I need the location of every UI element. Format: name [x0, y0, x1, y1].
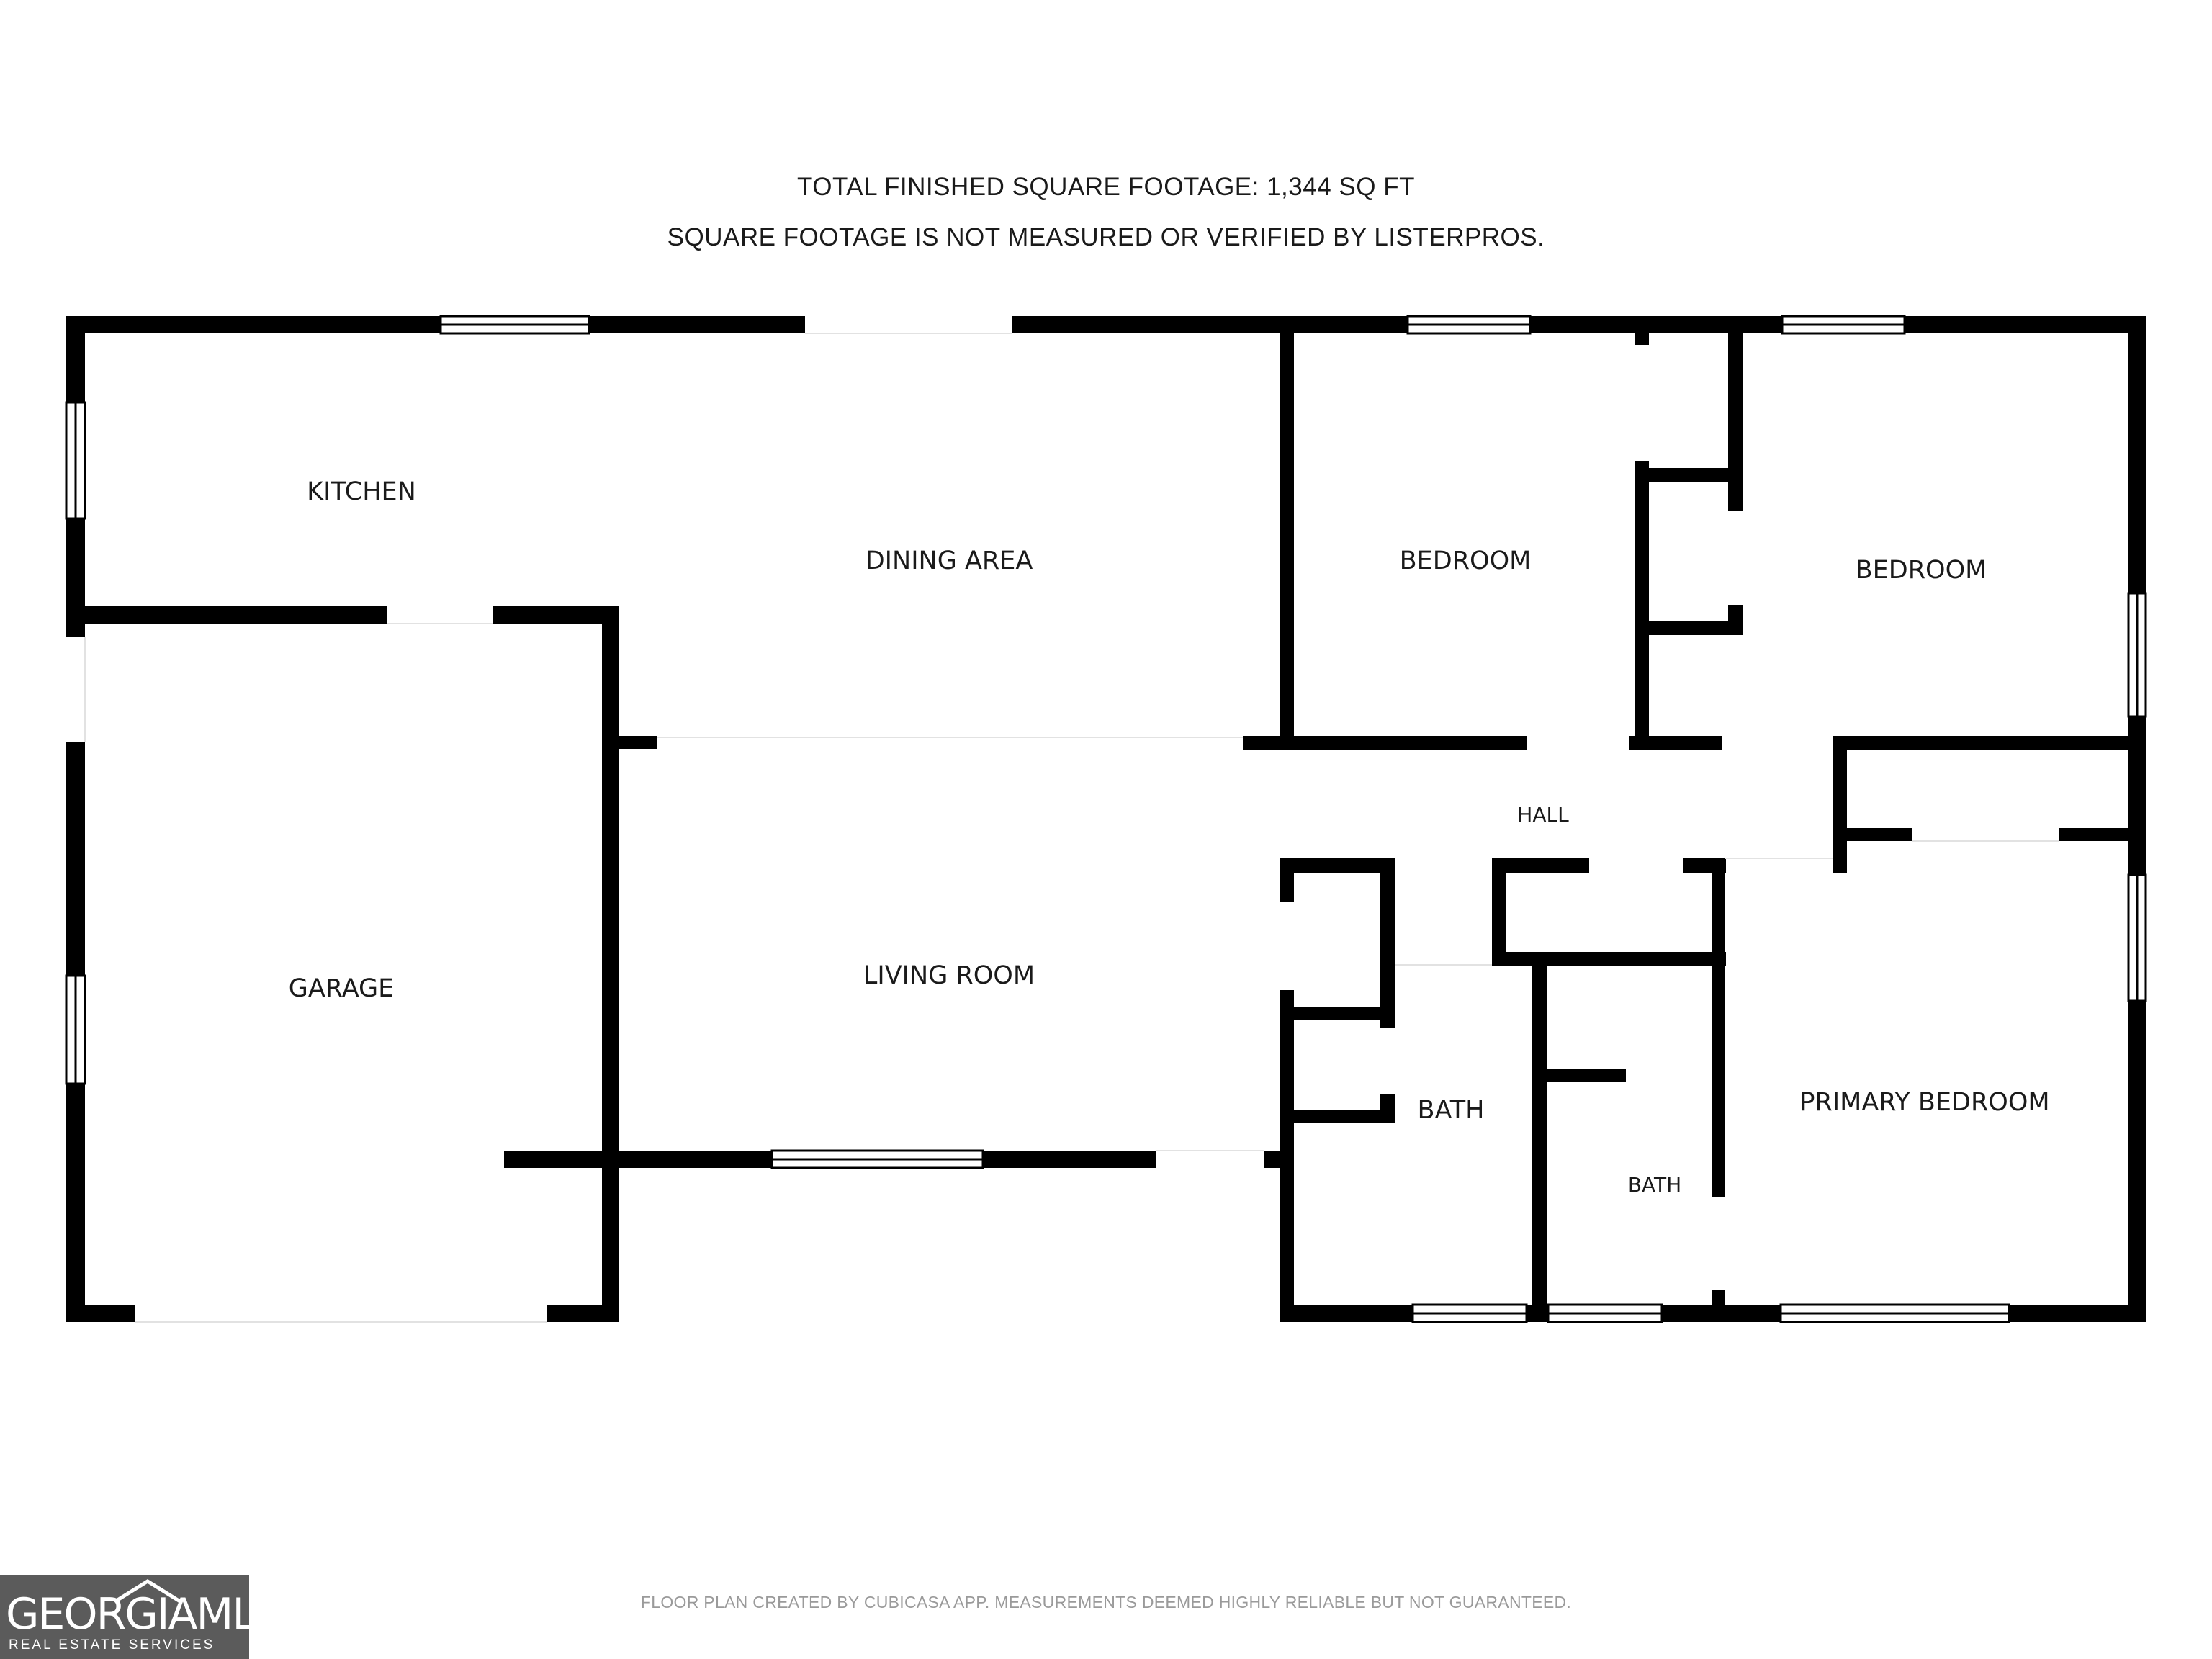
wall	[1492, 858, 1589, 873]
room-label-bath: BATH	[1628, 1173, 1681, 1197]
openings	[84, 333, 2059, 1323]
wall	[66, 1084, 85, 1322]
room-label-bath: BATH	[1418, 1096, 1485, 1125]
logo-tagline: REAL ESTATE SERVICES	[9, 1637, 215, 1653]
wall	[1905, 316, 2146, 333]
wall	[1380, 858, 1395, 1028]
wall	[2128, 316, 2146, 593]
wall	[1280, 1110, 1395, 1123]
wall	[1280, 858, 1294, 902]
wall	[1530, 316, 1782, 333]
wall	[1280, 1007, 1395, 1020]
wall	[983, 1151, 1156, 1168]
wall	[1635, 331, 1649, 345]
window-panes	[74, 323, 2139, 1315]
wall	[66, 316, 85, 403]
wall	[589, 316, 805, 333]
wall	[1280, 331, 1294, 743]
room-label-kitchen: KITCHEN	[307, 477, 416, 506]
logo-wordmark: GEORGIAMLS	[6, 1589, 282, 1640]
wall	[1280, 858, 1395, 873]
wall	[1662, 1305, 1781, 1322]
wall	[1833, 736, 1847, 873]
wall	[1728, 331, 1743, 511]
wall	[66, 1305, 135, 1322]
total-sqft-heading: TOTAL FINISHED SQUARE FOOTAGE: 1,344 SQ …	[797, 173, 1415, 201]
wall	[1492, 952, 1726, 966]
wall	[504, 1151, 772, 1168]
wall	[1629, 736, 1722, 750]
wall	[1833, 736, 2146, 750]
wall	[602, 606, 619, 1322]
wall	[66, 742, 85, 976]
wall	[2128, 1001, 2146, 1322]
wall	[2009, 1305, 2146, 1322]
room-label-dining-area: DINING AREA	[866, 547, 1033, 575]
wall	[602, 736, 657, 749]
wall	[1380, 1094, 1395, 1123]
wall	[1492, 858, 1506, 959]
wall	[1243, 736, 1527, 750]
georgia-mls-logo: GEORGIAMLS REAL ESTATE SERVICES	[0, 1575, 282, 1659]
wall	[1728, 605, 1743, 634]
wall	[1280, 990, 1294, 1322]
room-label-primary-bedroom: PRIMARY BEDROOM	[1799, 1088, 2049, 1117]
room-label-bedroom: BEDROOM	[1856, 556, 1987, 585]
room-label-hall: HALL	[1517, 803, 1569, 827]
wall	[66, 606, 387, 624]
wall	[1635, 468, 1743, 482]
sqft-disclaimer: SQUARE FOOTAGE IS NOT MEASURED OR VERIFI…	[667, 223, 1545, 251]
footer-disclaimer: FLOOR PLAN CREATED BY CUBICASA APP. MEAS…	[640, 1593, 1572, 1611]
wall	[1532, 1069, 1626, 1082]
wall	[1833, 828, 1912, 841]
wall	[1012, 316, 1408, 333]
room-label-bedroom: BEDROOM	[1400, 547, 1532, 575]
roof-icon	[114, 1579, 181, 1604]
wall	[66, 316, 441, 333]
wall	[1532, 952, 1547, 1322]
wall	[1635, 621, 1743, 635]
room-labels: KITCHEN DINING AREA BEDROOM BEDROOM HALL…	[289, 477, 2050, 1197]
wall	[1527, 1305, 1548, 1322]
room-label-living-room: LIVING ROOM	[863, 961, 1035, 990]
walls	[66, 316, 2146, 1322]
wall	[1280, 1305, 1413, 1322]
wall	[1712, 858, 1725, 1197]
wall	[2059, 828, 2146, 841]
wall	[493, 606, 619, 624]
room-label-garage: GARAGE	[289, 974, 395, 1003]
wall	[1635, 461, 1649, 749]
